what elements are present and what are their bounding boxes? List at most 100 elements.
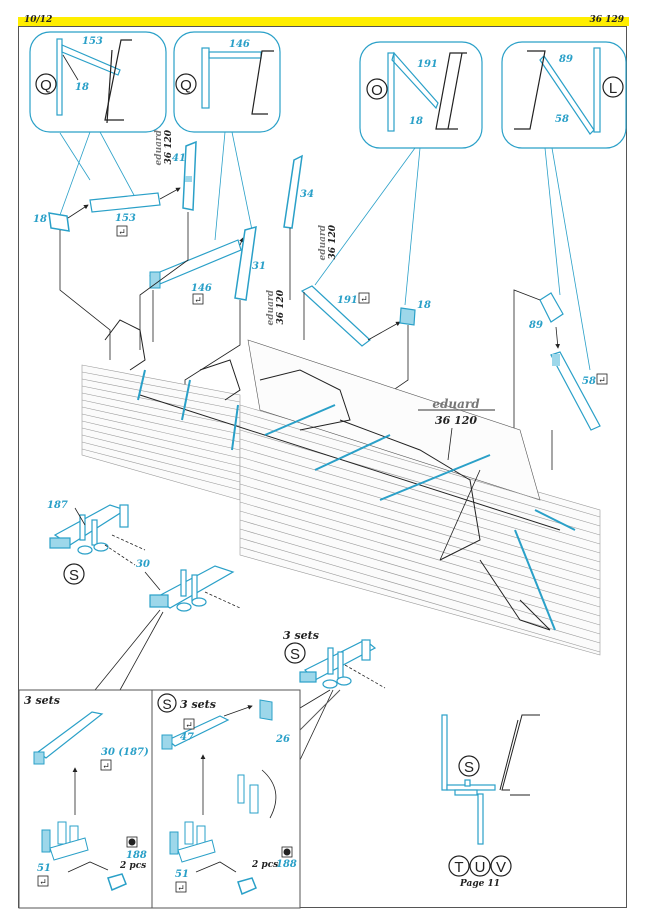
label-31: 31 (252, 261, 266, 272)
hull-slat (239, 519, 601, 626)
label-191: 191 (337, 295, 358, 306)
etch-icon (281, 846, 293, 858)
label-30-187: 30 (187) (101, 747, 149, 758)
section-diagram (441, 714, 540, 845)
page-frame (18, 26, 627, 908)
label-187: 187 (47, 500, 68, 511)
svg-text:Q: Q (40, 77, 52, 94)
hull-model (81, 339, 601, 656)
part-191-strip (300, 285, 401, 347)
hull-slat (81, 441, 241, 483)
qty-2pcs-right: 2 pcs (251, 860, 278, 870)
reference-tag-34: eduard 36 120 (318, 224, 338, 260)
label-41: 41 (172, 153, 186, 164)
svg-text:U: U (475, 859, 486, 876)
svg-text:↵: ↵ (360, 295, 368, 305)
part-89-plate (539, 292, 564, 349)
inset-left (18, 689, 153, 909)
inset-right (151, 689, 301, 909)
hull-slat (239, 501, 601, 608)
svg-text:Q: Q (180, 77, 192, 94)
label-188-right: 188 (276, 859, 297, 870)
sets-label-inset-left: 3 sets (24, 694, 60, 707)
label-18-o-callout: 18 (409, 116, 423, 127)
svg-text:↵: ↵ (39, 878, 47, 888)
hull-blue-rails (137, 369, 576, 631)
svg-text:↵: ↵ (185, 721, 193, 731)
svg-text:36 120: 36 120 (435, 414, 477, 427)
hull-slat (239, 456, 601, 563)
marker-v: V (490, 855, 512, 877)
inset-right-lead (299, 689, 341, 731)
label-191-callout: 191 (417, 59, 438, 70)
page-reference: Page 11 (459, 879, 500, 889)
bend-icon: ↵ (116, 225, 128, 238)
label-58: 58 (582, 376, 596, 387)
marker-o: O (366, 78, 388, 100)
svg-text:S: S (464, 759, 474, 776)
hull-slat (239, 510, 601, 617)
sets-label-inset-right: 3 sets (180, 698, 216, 711)
callout-q2 (173, 31, 281, 241)
bend-icon: ↵ (192, 293, 204, 306)
label-18: 18 (33, 214, 47, 225)
page-fraction: 10/12 (24, 15, 53, 25)
hull-slat (81, 392, 241, 427)
bend-icon: ↵ (358, 292, 370, 305)
marker-q1: Q (35, 73, 57, 95)
svg-text:S: S (290, 646, 300, 663)
part-18-plate-right (399, 307, 416, 326)
svg-text:36 120: 36 120 (328, 224, 338, 259)
hull-slat (81, 413, 241, 451)
label-18-callout: 18 (75, 82, 89, 93)
part-18-plate (48, 204, 89, 232)
svg-text:S: S (69, 567, 79, 584)
reference-tag-31: eduard 36 120 (266, 289, 286, 325)
hull-slat (239, 429, 601, 536)
svg-text:↵: ↵ (102, 762, 110, 772)
sets-label-middle: 3 sets (283, 629, 319, 642)
svg-text:36 120: 36 120 (276, 289, 286, 324)
callout-o (314, 41, 483, 306)
label-188-left: 188 (126, 850, 147, 861)
svg-text:O: O (371, 82, 383, 99)
label-26: 26 (275, 734, 290, 745)
part-58-strip (550, 351, 601, 431)
kit-number: 36 129 (589, 15, 624, 25)
svg-text:36 120: 36 120 (164, 129, 174, 164)
bend-icon: ↵ (596, 373, 608, 386)
hull-slat (239, 483, 601, 590)
svg-text:L: L (609, 80, 617, 97)
header-bar (18, 17, 629, 26)
label-30: 30 (136, 559, 150, 570)
label-18-right: 18 (417, 300, 431, 311)
hull-slat (239, 546, 601, 653)
marker-t: T (448, 855, 470, 877)
hull-slat (81, 399, 241, 435)
qty-2pcs-left: 2 pcs (119, 861, 146, 871)
reference-tag-41: eduard 36 120 (154, 129, 174, 165)
hull-slat (81, 448, 241, 491)
hull-slat (81, 371, 241, 403)
bend-icon: ↵ (183, 718, 195, 731)
hull-slat (239, 474, 601, 581)
svg-text:↵: ↵ (194, 296, 202, 306)
label-47: 47 (180, 732, 194, 743)
part-41-bracket (182, 140, 197, 211)
label-153: 153 (115, 213, 136, 224)
bend-icon: ↵ (175, 881, 187, 894)
hull-edge-line (439, 469, 481, 561)
reference-tag-main: eduard 36 120 (418, 397, 495, 461)
marker-l: L (602, 76, 624, 98)
label-153-callout: 153 (82, 36, 103, 47)
hull-slat (81, 434, 241, 475)
part-153-beam (89, 187, 181, 213)
bend-icon: ↵ (37, 875, 49, 888)
callout-l (501, 41, 627, 371)
hull-slat (239, 465, 601, 572)
svg-text:↵: ↵ (598, 376, 606, 386)
svg-text:↵: ↵ (118, 228, 126, 238)
hull-slat (239, 447, 601, 554)
label-51-right: 51 (175, 869, 189, 880)
